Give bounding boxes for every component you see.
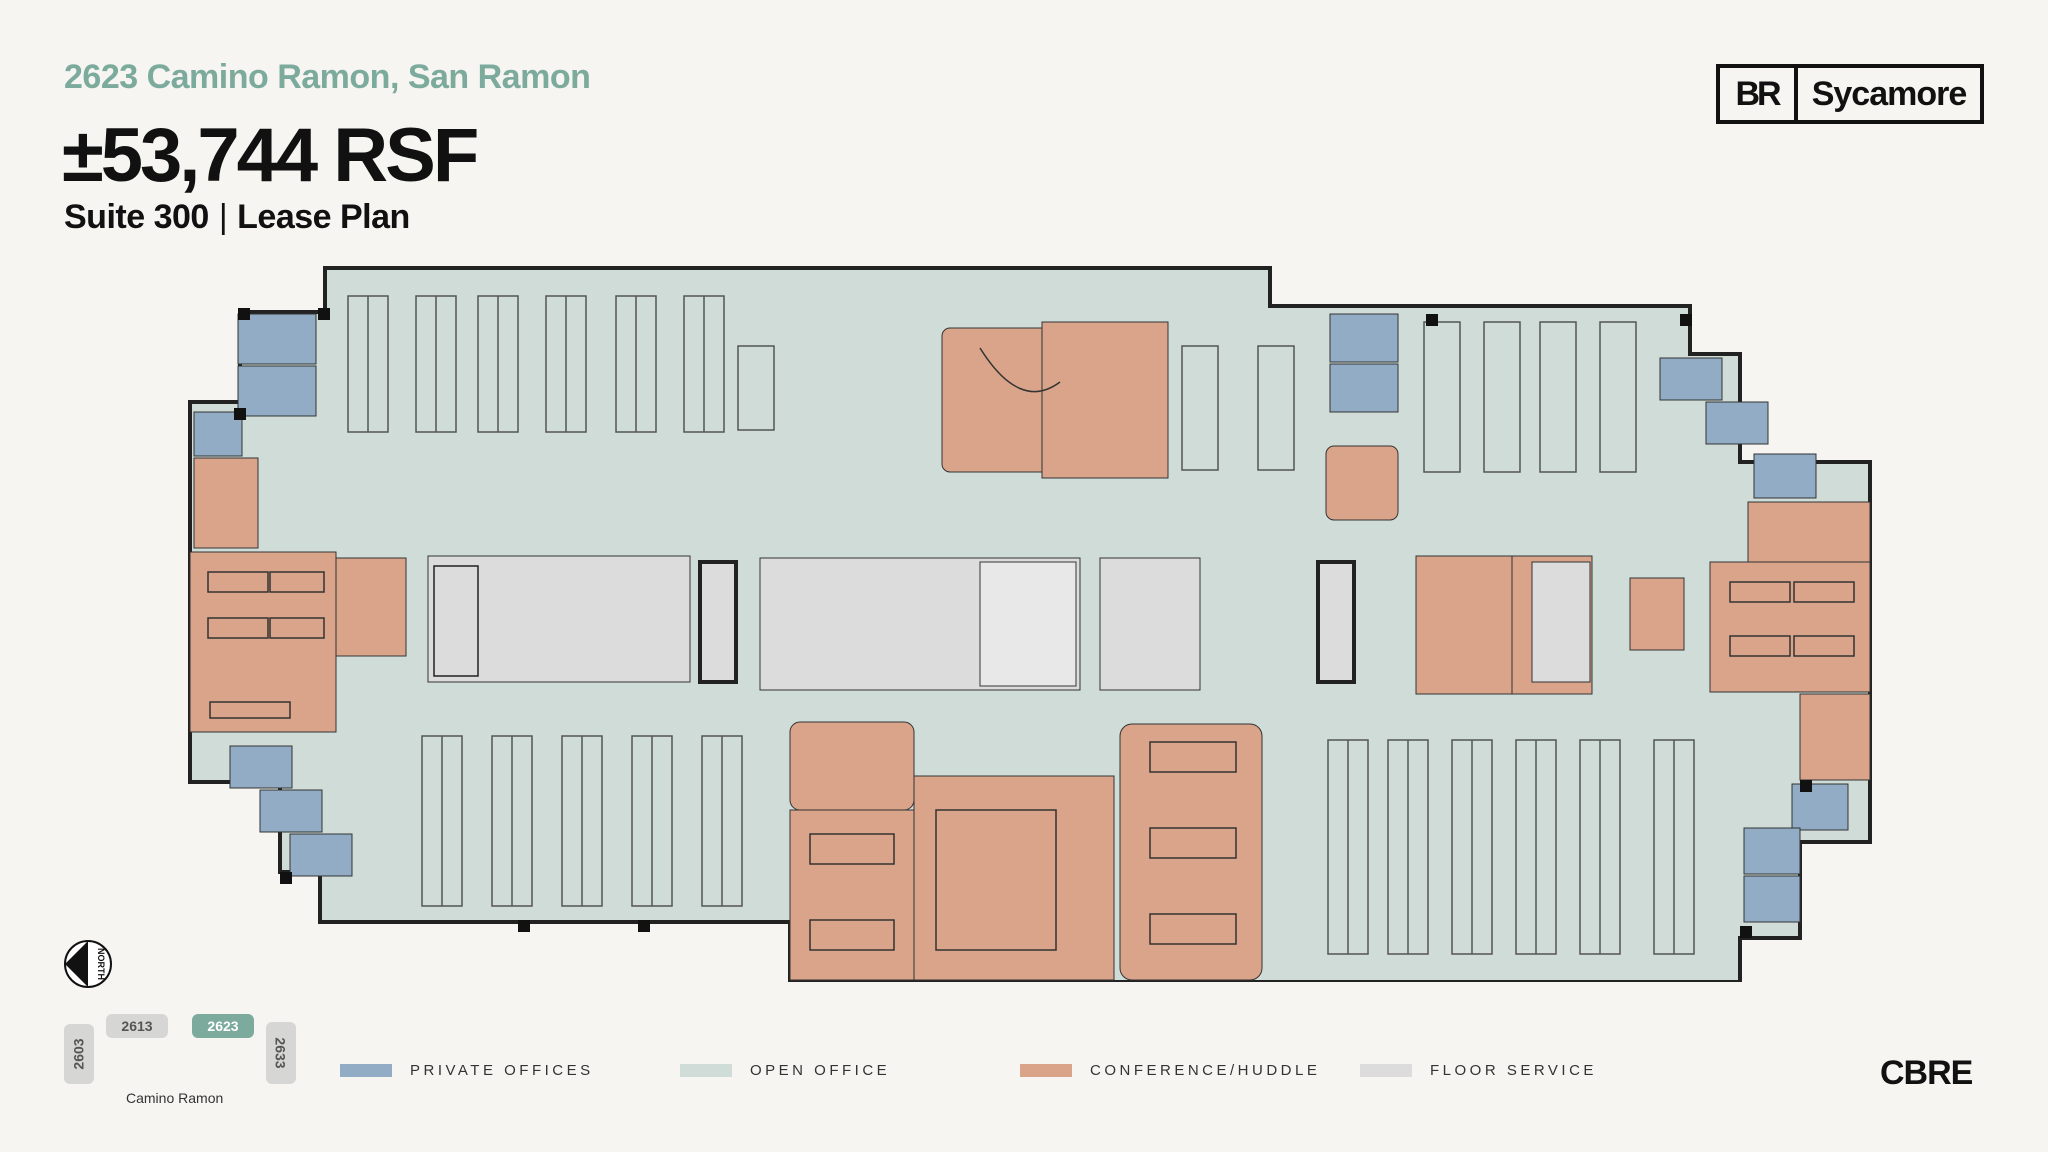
conference-room xyxy=(1041,321,1169,479)
private-office xyxy=(1743,827,1801,875)
conference-table xyxy=(207,347,1855,951)
workstation-cluster xyxy=(347,295,775,433)
legend-label: OPEN OFFICE xyxy=(750,1062,891,1079)
logo-wordmark: Sycamore xyxy=(1811,74,1968,113)
stair xyxy=(433,565,479,677)
suite-subtitle: Suite 300|Lease Plan xyxy=(64,198,410,237)
private-office xyxy=(1705,401,1769,445)
workstation-cluster xyxy=(421,735,743,907)
suite-number: Suite 300 xyxy=(64,198,209,236)
site-key-map: 2603 2613 2623 2633 Camino Ramon xyxy=(60,1012,320,1112)
legend-swatch xyxy=(1020,1064,1072,1077)
logo-monogram: BR xyxy=(1720,68,1798,120)
service-core xyxy=(427,555,691,683)
conference-room xyxy=(1799,693,1871,781)
conference-room xyxy=(193,457,259,549)
legend-floor-service: FLOOR SERVICE xyxy=(1360,1062,1597,1079)
legend-private-offices: PRIVATE OFFICES xyxy=(340,1062,594,1079)
conference-room xyxy=(1325,445,1399,521)
service-core xyxy=(1316,560,1356,684)
building-2633: 2633 xyxy=(266,1022,296,1084)
private-office xyxy=(1329,363,1399,413)
conference-room xyxy=(789,809,915,981)
private-office xyxy=(1743,875,1801,923)
property-address: 2623 Camino Ramon, San Ramon xyxy=(64,58,591,96)
structural-columns xyxy=(234,308,1812,938)
cbre-logo: CBRE xyxy=(1880,1054,1973,1092)
private-office xyxy=(1329,313,1399,363)
conference-room xyxy=(189,551,337,733)
conference-room xyxy=(1747,501,1871,563)
private-office xyxy=(229,745,293,789)
floor-plan xyxy=(188,266,1872,982)
plan-type: Lease Plan xyxy=(237,198,410,236)
private-office xyxy=(237,365,317,417)
legend-conference-huddle: CONFERENCE/HUDDLE xyxy=(1020,1062,1320,1079)
legend-swatch xyxy=(680,1064,732,1077)
north-label: NORTH xyxy=(96,948,106,980)
building-2603: 2603 xyxy=(64,1024,94,1084)
north-arrow-icon: NORTH xyxy=(64,940,112,988)
conference-room xyxy=(335,557,407,657)
private-office xyxy=(289,833,353,877)
conference-room xyxy=(789,721,915,811)
private-office xyxy=(1659,357,1723,401)
private-office xyxy=(1753,453,1817,499)
workstation-cluster xyxy=(1327,739,1695,955)
legend-label: CONFERENCE/HUDDLE xyxy=(1090,1062,1321,1079)
legend-swatch xyxy=(340,1064,392,1077)
legend-swatch xyxy=(1360,1064,1412,1077)
conference-room xyxy=(1629,577,1685,651)
conference-room xyxy=(1415,555,1513,695)
sycamore-logo: BR Sycamore xyxy=(1716,64,1984,124)
service-core xyxy=(1531,561,1591,683)
elevator-lobby xyxy=(979,561,1077,687)
rentable-square-feet: ±53,744 RSF xyxy=(62,113,479,198)
legend-label: PRIVATE OFFICES xyxy=(410,1062,594,1079)
street-label: Camino Ramon xyxy=(126,1090,224,1106)
legend-label: FLOOR SERVICE xyxy=(1430,1062,1597,1079)
workstation-cluster xyxy=(1181,321,1637,473)
conference-room xyxy=(1119,723,1263,981)
private-office xyxy=(237,313,317,365)
building-2623: 2623 xyxy=(192,1014,254,1038)
service-core xyxy=(1099,557,1201,691)
legend-open-office: OPEN OFFICE xyxy=(680,1062,890,1079)
service-core xyxy=(698,560,738,684)
private-office xyxy=(259,789,323,833)
building-2613: 2613 xyxy=(106,1014,168,1038)
separator: | xyxy=(218,198,228,236)
